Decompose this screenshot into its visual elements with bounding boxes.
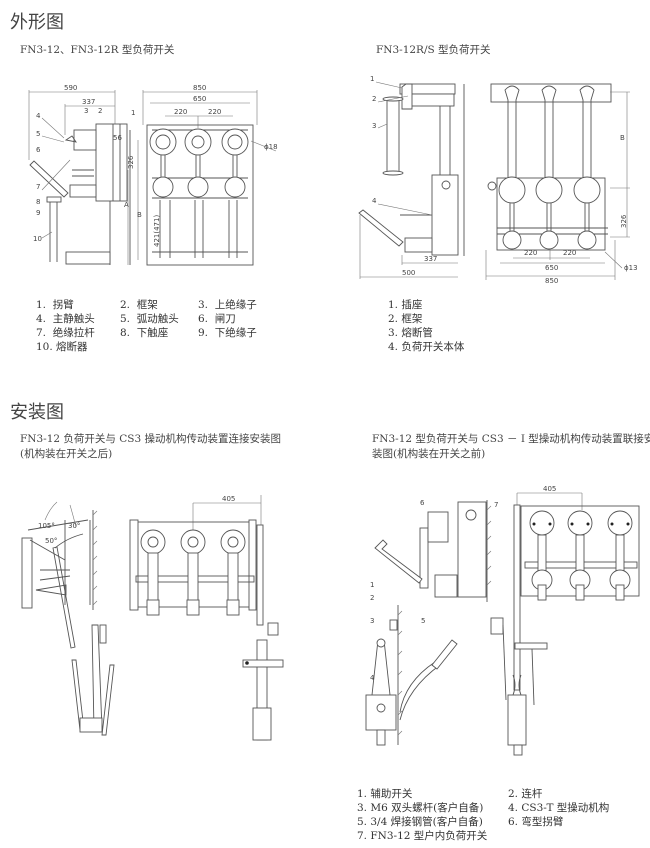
legend-item: 2. 连杆 (508, 788, 543, 800)
outline-left-title: FN3-12、FN3-12R 型负荷开关 (20, 44, 175, 56)
legend-item: 1. 插座 (388, 299, 423, 311)
callout: 4 (370, 674, 375, 682)
dim-405: 405 (222, 495, 235, 503)
install-right-front-view: 405 (490, 485, 640, 756)
dim-B: B (137, 211, 142, 219)
dim-326: 326 (127, 155, 135, 169)
legend-item: 7. 绝缘拉杆 (36, 327, 95, 339)
callout: 10 (33, 235, 42, 243)
legend-item: 7. FN3-12 型户内负荷开关 (357, 830, 488, 842)
legend-item: 5. 3/4 焊接钢管(客户自备) (357, 816, 483, 828)
dim-650: 650 (193, 95, 206, 103)
callout: 2 (372, 95, 376, 103)
angle-50: 50° (45, 537, 57, 545)
callout: 5 (36, 130, 40, 138)
dim-850: 850 (193, 84, 206, 92)
dim-650: 650 (545, 264, 558, 272)
dim-337: 337 (424, 255, 437, 263)
legend-item: 6. 弯型拐臂 (508, 816, 564, 828)
callout: 8 (36, 198, 40, 206)
callout: 2 (370, 594, 374, 602)
install-left-drawing: 105° 30° 50° (21, 501, 115, 736)
install-right-side-view: 6 7 1 2 3 4 5 (365, 499, 498, 746)
dim-326: 326 (620, 214, 628, 228)
callout: 9 (36, 209, 40, 217)
legend-item: 3. 上绝缘子 (198, 299, 257, 311)
dim-590: 590 (64, 84, 77, 92)
callout: 3 (370, 617, 374, 625)
callout: 4 (372, 197, 377, 205)
dim-850: 850 (545, 277, 558, 285)
callout: 2 (98, 107, 102, 115)
legend-item: 4. CS3-T 型操动机构 (508, 802, 610, 814)
outline-left-front-view: 850 650 220 220 326 B 421(471) ϕ18 1 (127, 84, 278, 266)
dim-220: 220 (174, 108, 187, 116)
dim-56: 56 (113, 134, 122, 142)
callout: 5 (421, 617, 425, 625)
dim-405: 405 (543, 485, 556, 493)
install-left-title-2: (机构装在开关之后) (20, 448, 113, 460)
callout: 4 (36, 112, 41, 120)
legend-item: 6. 闸刀 (198, 313, 236, 325)
legend-item: 8. 下触座 (120, 327, 169, 339)
outline-right-title: FN3-12R/S 型负荷开关 (376, 44, 491, 56)
dim-500: 500 (402, 269, 415, 277)
callout: 1 (131, 109, 135, 117)
callout: 3 (372, 122, 376, 130)
install-right-title-2: 装图(机构装在开关之前) (372, 448, 486, 460)
angle-105: 105° (38, 522, 55, 530)
legend-item: 5. 弧动触头 (120, 313, 179, 325)
install-right-title-1: FN3-12 型负荷开关与 CS3 － I 型操动机构传动装置联接安 (372, 433, 650, 445)
legend-item: 3. 熔断管 (388, 327, 433, 339)
dim-A: A (124, 201, 129, 209)
dim-B: B (620, 134, 625, 142)
callout: 3 (84, 107, 88, 115)
install-left-front-view: 405 (129, 495, 284, 741)
outline-right-front-view: 220 220 650 850 B 326 ϕ13 (485, 83, 638, 285)
callout: 1 (370, 581, 374, 589)
legend-item: 10. 熔断器 (36, 341, 88, 353)
callout: 7 (36, 183, 40, 191)
legend-item: 3. M6 双头螺杆(客户自备) (357, 802, 484, 814)
callout: 7 (494, 501, 498, 509)
legend-item: 2. 框架 (120, 299, 158, 311)
install-left-title-1: FN3-12 负荷开关与 CS3 操动机构传动装置连接安装图 (20, 433, 281, 445)
callout: 1 (370, 75, 374, 83)
callout: 6 (36, 146, 41, 154)
legend-item: 4. 主静触头 (36, 313, 95, 325)
legend-item: 9. 下绝缘子 (198, 327, 257, 339)
legend-item: 1. 拐臂 (36, 299, 74, 311)
angle-30: 30° (68, 522, 80, 530)
dim-220: 220 (524, 249, 537, 257)
install-heading: 安装图 (10, 402, 64, 423)
callout: 6 (420, 499, 425, 507)
legend-item: 4. 负荷开关本体 (388, 341, 465, 353)
dim-phi18: ϕ18 (264, 143, 278, 151)
dim-220: 220 (563, 249, 576, 257)
legend-item: 2. 框架 (388, 313, 423, 325)
outline-left-side-view: 590 337 A 56 4 5 6 7 8 9 10 3 2 (28, 84, 131, 265)
legend-item: 1. 辅助开关 (357, 788, 413, 800)
dim-421: 421(471) (153, 215, 161, 247)
outline-heading: 外形图 (10, 12, 64, 33)
dim-220: 220 (208, 108, 221, 116)
dim-phi13: ϕ13 (624, 264, 638, 272)
outline-right-side-view: 337 500 1 2 3 4 (358, 75, 465, 279)
dim-337: 337 (82, 98, 95, 106)
